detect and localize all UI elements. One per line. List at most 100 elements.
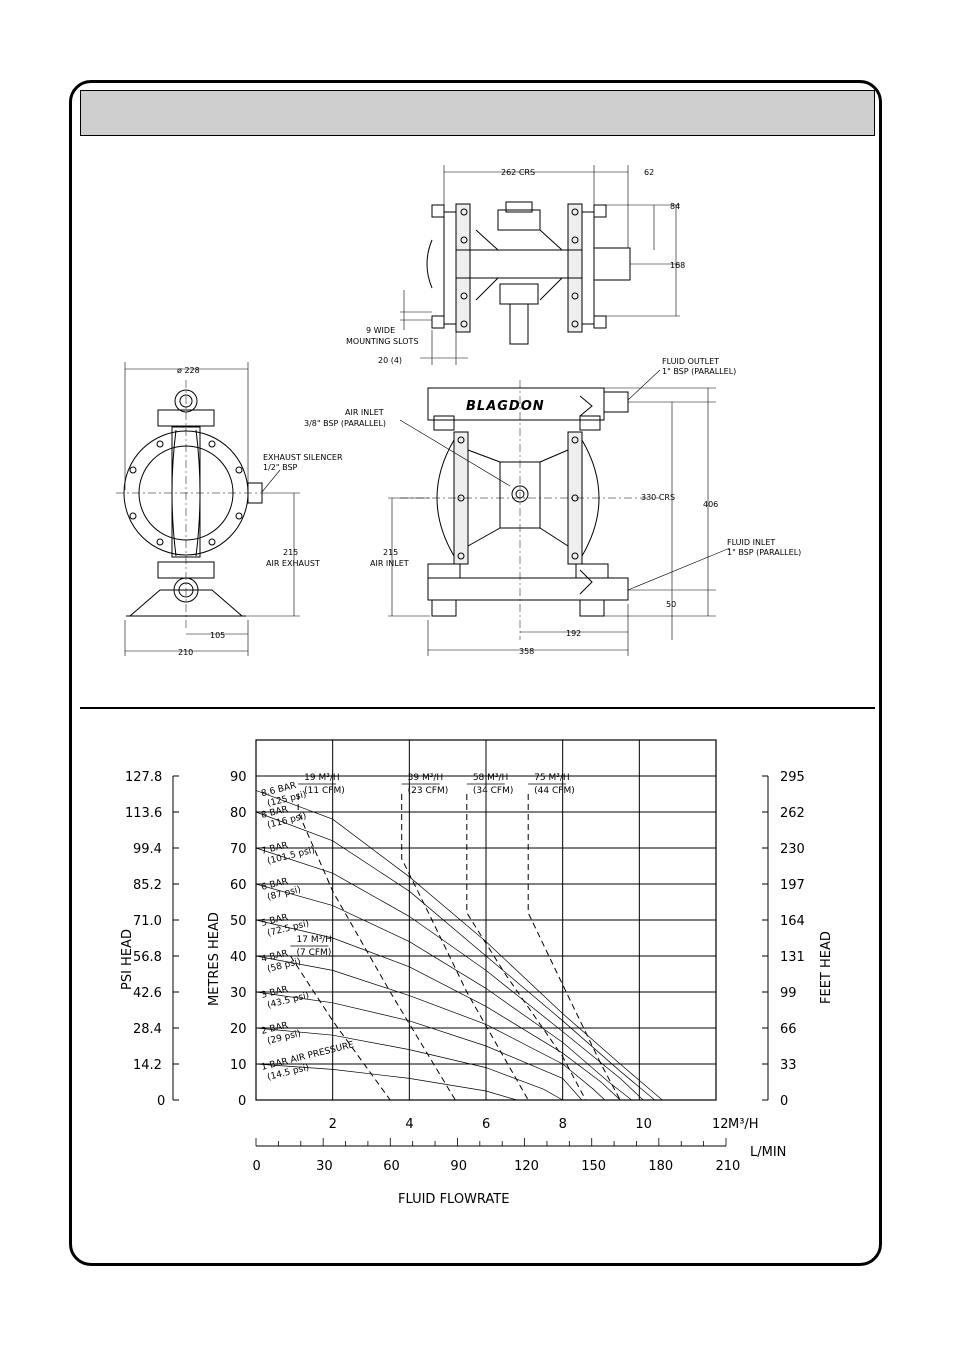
dim-262-crs: 262 CRS (501, 168, 535, 177)
dim-358: 358 (519, 647, 534, 656)
air-consumption-sublabel: (34 CFM) (473, 786, 514, 796)
exhaust-silencer-label-1: EXHAUST SILENCER (263, 453, 343, 462)
psi-tick-label: 127.8 (125, 770, 162, 785)
metres-tick-label: 10 (230, 1058, 247, 1073)
pressure-curve (255, 1063, 517, 1101)
metres-tick-label: 80 (230, 806, 247, 821)
lmin-tick-label: 90 (450, 1159, 467, 1174)
psi-tick-label: 113.6 (125, 806, 162, 821)
psi-tick-label: 85.2 (133, 878, 162, 893)
air-consumption-label: 39 M³/H (408, 773, 444, 783)
side-view (116, 362, 300, 656)
psi-tick-label: 0 (157, 1094, 165, 1109)
psi-axis-title: PSI HEAD (120, 929, 135, 990)
lmin-tick-label: 210 (716, 1159, 741, 1174)
air-inlet-label-1: AIR INLET (345, 408, 384, 417)
pressure-curve (255, 811, 655, 1101)
metres-axis-title: METRES HEAD (207, 912, 222, 1006)
lmin-tick-label: 120 (514, 1159, 539, 1174)
fluid-outlet-label-2: 1" BSP (PARALLEL) (662, 367, 736, 376)
feet-tick-label: 197 (780, 878, 805, 893)
pressure-curve (255, 919, 621, 1101)
metres-tick-label: 50 (230, 914, 247, 929)
lmin-unit-label: L/MIN (750, 1145, 786, 1160)
pressure-curve (255, 883, 632, 1101)
mounting-slots-label-1: 9 WIDE (366, 326, 395, 335)
air-exhaust-label: AIR EXHAUST (266, 559, 320, 568)
feet-tick-label: 66 (780, 1022, 797, 1037)
air-consumption-curve (290, 955, 391, 1101)
dim-20: 20 (4) (378, 356, 402, 365)
air-consumption-sublabel: (11 CFM) (304, 786, 345, 796)
lmin-tick-label: 150 (581, 1159, 606, 1174)
air-consumption-sublabel: (7 CFM) (297, 948, 332, 958)
x-tick-label: 4 (405, 1117, 413, 1132)
feet-tick-label: 164 (780, 914, 805, 929)
dim-168: 168 (670, 261, 685, 270)
air-consumption-curve (401, 794, 529, 1101)
mounting-slots-label-2: MOUNTING SLOTS (346, 337, 419, 346)
x-tick-label: 10 (635, 1117, 652, 1132)
feet-tick-label: 33 (780, 1058, 797, 1073)
dim-330-crs: 330 CRS (641, 493, 675, 502)
air-consumption-sublabel: (44 CFM) (534, 786, 575, 796)
lmin-tick-label: 60 (383, 1159, 400, 1174)
air-consumption-curve (466, 794, 587, 1101)
header-bar (80, 90, 875, 136)
psi-tick-label: 71.0 (133, 914, 162, 929)
lmin-tick-label: 30 (316, 1159, 333, 1174)
dim-62: 62 (644, 168, 654, 177)
feet-tick-label: 230 (780, 842, 805, 857)
psi-tick-label: 28.4 (133, 1022, 162, 1037)
fluid-inlet-label-2: 1" BSP (PARALLEL) (727, 548, 801, 557)
metres-tick-label: 0 (238, 1094, 246, 1109)
psi-tick-label: 99.4 (133, 842, 162, 857)
x-tick-label: 8 (559, 1117, 567, 1132)
x-tick-label: 2 (329, 1117, 337, 1132)
dim-192: 192 (566, 629, 581, 638)
air-consumption-label: 58 M³/H (473, 773, 509, 783)
x-tick-label: 12 (712, 1117, 729, 1132)
metres-tick-label: 20 (230, 1022, 247, 1037)
dim-50: 50 (666, 600, 676, 609)
air-inlet-bottom-label: AIR INLET (370, 559, 409, 568)
exhaust-silencer-label-2: 1/2" BSP (263, 463, 298, 472)
metres-tick-label: 70 (230, 842, 247, 857)
metres-tick-label: 90 (230, 770, 247, 785)
pressure-curve (255, 847, 644, 1101)
air-consumption-sublabel: (23 CFM) (408, 786, 449, 796)
feet-tick-label: 99 (780, 986, 797, 1001)
metres-tick-label: 40 (230, 950, 247, 965)
dim-210: 210 (178, 648, 193, 657)
feet-axis-title: FEET HEAD (819, 931, 834, 1004)
air-consumption-label: 19 M³/H (304, 773, 340, 783)
dim-215-inlet: 215 (383, 548, 398, 557)
metres-tick-label: 30 (230, 986, 247, 1001)
pressure-curve (255, 955, 606, 1101)
feet-tick-label: 295 (780, 770, 805, 785)
lmin-tick-label: 180 (648, 1159, 673, 1174)
lmin-tick-label: 0 (253, 1159, 261, 1174)
air-consumption-label: 17 M³/H (297, 935, 333, 945)
x-unit-label: M³/H (728, 1117, 759, 1132)
air-inlet-label-2: 3/8" BSP (PARALLEL) (304, 419, 386, 428)
fluid-inlet-label-1: FLUID INLET (727, 538, 775, 547)
front-view (388, 369, 731, 656)
feet-tick-label: 262 (780, 806, 805, 821)
pressure-curve (255, 1027, 563, 1101)
dim-215-exhaust: 215 (283, 548, 298, 557)
psi-tick-label: 14.2 (133, 1058, 162, 1073)
dim-84: 84 (670, 202, 680, 211)
fluid-outlet-label-1: FLUID OUTLET (662, 357, 719, 366)
x-axis-title: FLUID FLOWRATE (398, 1192, 509, 1207)
x-tick-label: 6 (482, 1117, 490, 1132)
section-divider (80, 707, 875, 709)
dim-105: 105 (210, 631, 225, 640)
psi-tick-label: 42.6 (133, 986, 162, 1001)
pressure-curve (255, 790, 663, 1101)
metres-tick-label: 60 (230, 878, 247, 893)
brand-label: BLAGDON (466, 399, 545, 414)
psi-tick-label: 56.8 (133, 950, 162, 965)
dimension-drawing: 262 CRS 62 84 168 9 WIDE MOUNTING SLOTS … (116, 165, 801, 657)
